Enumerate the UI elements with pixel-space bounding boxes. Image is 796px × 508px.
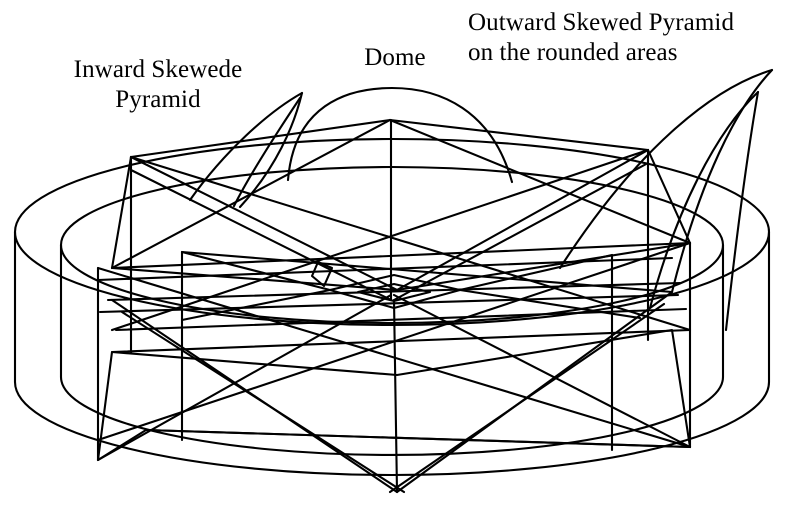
center-ray-ne [458, 253, 614, 292]
small-tab-group [310, 260, 334, 288]
center-ray-sw [180, 288, 332, 322]
brace-upper-right-b [388, 118, 692, 245]
inward-fin-leading-edge [188, 91, 304, 202]
label-outward-skewed-pyramid: Outward Skewed Pyramid on the rounded ar… [468, 9, 735, 66]
outward-skewed-pyramid-group [558, 68, 774, 332]
brace-upper-right-a [395, 148, 650, 292]
center-ray-se [458, 288, 642, 320]
brace-upper-left-c [129, 168, 393, 302]
mid-band-4 [98, 293, 680, 314]
long-diagonal-d [96, 241, 692, 442]
box-pillar-center-lower [392, 298, 399, 494]
outward-fin-2-leading-edge [648, 90, 760, 310]
bottom-outer-ellipse-front [13, 380, 771, 477]
inward-fin-trailing-edge [238, 91, 304, 209]
center-node-group [180, 250, 642, 322]
brace-upper-left-a [129, 155, 399, 292]
dome-arc [286, 86, 514, 184]
brace-lower-left-c [120, 310, 406, 494]
outward-fin-2-trailing-edge [724, 90, 760, 332]
long-diagonal-e [180, 250, 674, 294]
dome-group [286, 86, 514, 184]
small-tab [310, 260, 334, 288]
center-diamond-inner [356, 282, 432, 303]
outward-fin-1-trailing-edge [670, 68, 774, 294]
mid-band-6 [110, 328, 692, 354]
long-diagonal-c [96, 266, 692, 449]
label-dome: Dome [364, 44, 426, 71]
mid-band-5 [114, 307, 688, 332]
brace-upper-right-c [392, 161, 650, 302]
bottom-inner-ellipse-front [59, 375, 725, 457]
outward-fin-1-leading-edge [558, 68, 774, 270]
long-diagonal-group [96, 148, 692, 449]
label-inward-skewed-pyramid: Inward Skewede Pyramid [73, 56, 243, 113]
brace-lower-right-b [392, 293, 692, 449]
long-diagonal-f [144, 428, 692, 449]
long-diagonal-a [129, 155, 692, 332]
center-ray-nw [180, 250, 332, 292]
brace-lower-left-b [96, 293, 393, 462]
inward-fin-inner-curve [232, 96, 302, 208]
lower-bracing-group [96, 290, 692, 494]
mid-band-1 [110, 241, 692, 270]
inward-skewed-pyramid-group [188, 91, 304, 209]
